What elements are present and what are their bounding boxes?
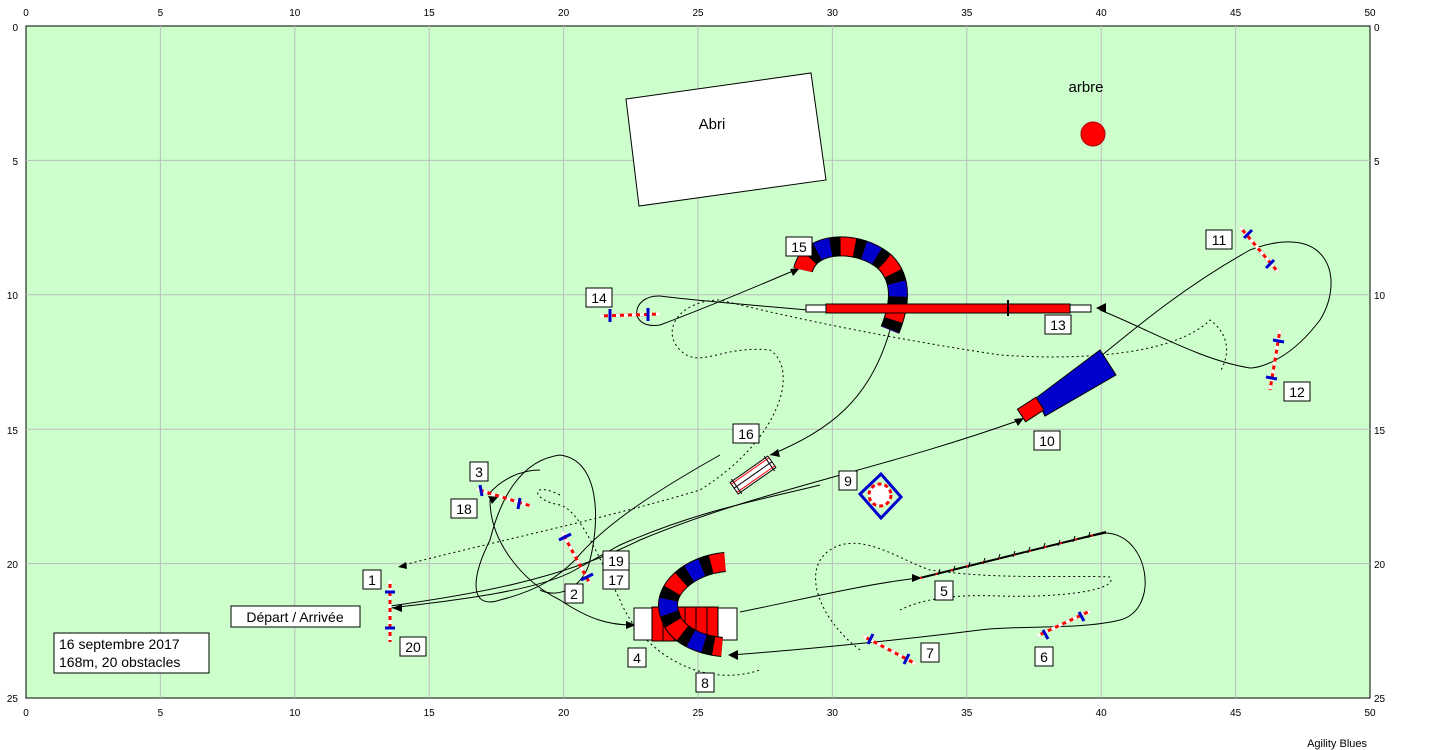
obstacle-number-16: 16 (738, 426, 754, 442)
x-tick-top: 0 (23, 8, 29, 19)
jump-11 (1238, 226, 1280, 273)
obstacle-number-6: 6 (1040, 649, 1048, 665)
weave-poles-5 (919, 531, 1107, 579)
start-finish-label: Départ / Arrivée (246, 609, 343, 625)
x-tick-bottom: 20 (558, 708, 570, 719)
x-tick-bottom: 45 (1230, 708, 1242, 719)
y-tick-right: 0 (1374, 23, 1380, 34)
obstacle-number-11: 11 (1212, 232, 1227, 248)
y-tick-right: 10 (1374, 291, 1386, 302)
y-tick-left: 5 (12, 157, 18, 168)
x-tick-bottom: 10 (289, 708, 301, 719)
obstacle-number-17: 17 (608, 572, 624, 588)
jump-1 (385, 580, 395, 642)
obstacle-number-14: 14 (591, 290, 607, 306)
obstacle-number-5: 5 (940, 583, 948, 599)
x-tick-bottom: 25 (692, 708, 704, 719)
x-tick-bottom: 35 (961, 708, 973, 719)
jump-14 (599, 308, 661, 322)
y-tick-right: 5 (1374, 157, 1380, 168)
x-tick-bottom: 0 (23, 708, 29, 719)
chute-10 (1016, 349, 1117, 423)
jump-2 (558, 531, 594, 585)
jump-6 (1036, 609, 1091, 640)
shelter (625, 72, 827, 207)
x-tick-top: 50 (1364, 8, 1376, 19)
obstacle-number-8: 8 (701, 675, 709, 691)
jump-12 (1265, 329, 1285, 391)
obstacle-number-20: 20 (405, 639, 421, 655)
direction-arrows (392, 268, 1106, 660)
x-tick-bottom: 50 (1364, 708, 1376, 719)
tire-9 (857, 471, 904, 521)
jump-7 (862, 633, 917, 666)
x-tick-top: 30 (827, 8, 839, 19)
x-tick-top: 10 (289, 8, 301, 19)
x-tick-bottom: 15 (424, 708, 436, 719)
walk-path-dotted (399, 299, 1228, 676)
obstacle-number-4: 4 (633, 650, 641, 666)
y-tick-left: 0 (12, 23, 18, 34)
y-tick-left: 20 (7, 560, 19, 571)
course-length-obstacles: 168m, 20 obstacles (59, 654, 180, 670)
tunnel-8 (658, 552, 727, 657)
info-box (53, 632, 210, 674)
x-tick-bottom: 5 (158, 708, 164, 719)
course-date: 16 septembre 2017 (59, 636, 180, 652)
x-tick-top: 45 (1230, 8, 1242, 19)
obstacle-number-19: 19 (608, 553, 624, 569)
obstacle-number-9: 9 (844, 473, 852, 489)
credit-text: Agility Blues (1307, 738, 1367, 750)
obstacle-number-2: 2 (570, 586, 578, 602)
dog-walk-13 (805, 300, 1092, 316)
obstacle-number-15: 15 (791, 239, 807, 255)
x-tick-top: 35 (961, 8, 973, 19)
obstacle-number-1: 1 (368, 572, 376, 588)
obstacle-number-3: 3 (475, 464, 483, 480)
x-tick-bottom: 40 (1096, 708, 1108, 719)
spread-jump-16 (729, 455, 777, 495)
x-tick-top: 40 (1096, 8, 1108, 19)
tree-icon (1080, 121, 1106, 147)
x-tick-top: 5 (158, 8, 164, 19)
y-tick-right: 15 (1374, 426, 1386, 437)
x-tick-top: 20 (558, 8, 570, 19)
x-tick-bottom: 30 (827, 708, 839, 719)
y-tick-right: 20 (1374, 560, 1386, 571)
x-tick-top: 15 (424, 8, 436, 19)
tree-label: arbre (1068, 79, 1103, 96)
obstacle-number-13: 13 (1050, 317, 1066, 333)
jump-3 (475, 484, 532, 510)
obstacle-number-10: 10 (1039, 433, 1055, 449)
y-tick-right: 25 (1374, 694, 1386, 705)
y-tick-left: 10 (7, 291, 19, 302)
shelter-label: Abri (699, 116, 726, 133)
y-tick-left: 15 (7, 426, 19, 437)
obstacle-number-12: 12 (1289, 384, 1305, 400)
x-tick-top: 25 (692, 8, 704, 19)
obstacle-number-7: 7 (926, 645, 934, 661)
obstacle-number-18: 18 (456, 501, 472, 517)
y-tick-left: 25 (7, 694, 19, 705)
